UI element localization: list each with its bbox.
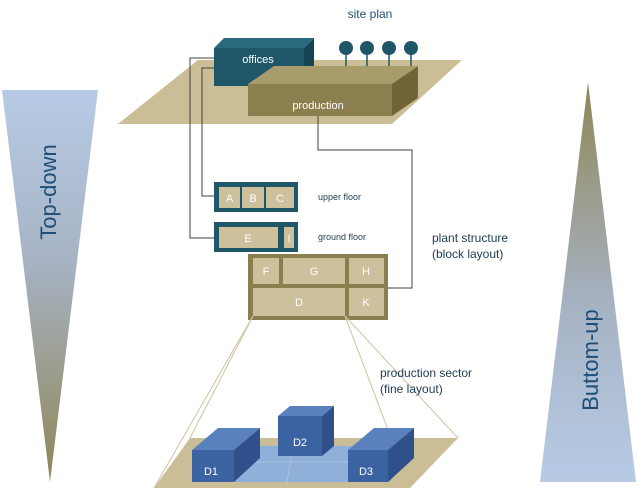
cell-e bbox=[219, 227, 278, 248]
block-layout-label-line1: plant structure bbox=[432, 231, 508, 245]
cell-h bbox=[349, 258, 384, 284]
cell-d bbox=[253, 288, 345, 316]
cell-a-label: A bbox=[226, 193, 234, 205]
box-d2-label: D2 bbox=[293, 437, 307, 449]
cell-h-label: H bbox=[362, 266, 370, 278]
tree-icon bbox=[382, 41, 396, 55]
cell-f bbox=[253, 258, 279, 284]
cell-a bbox=[219, 187, 240, 208]
fine-layout-label-line1: production sector bbox=[380, 366, 472, 380]
cell-c-label: C bbox=[276, 193, 284, 205]
cell-c bbox=[266, 187, 294, 208]
offices-to-upper-floor-line bbox=[201, 67, 216, 197]
cell-g-label: G bbox=[310, 266, 319, 278]
block-layout-label-line2: (block layout) bbox=[432, 247, 503, 261]
cell-e-label: E bbox=[244, 233, 251, 245]
upper-floor-label: upper floor bbox=[318, 192, 361, 202]
tree-icon bbox=[339, 41, 353, 55]
bottom-up-triangle bbox=[540, 82, 636, 482]
top-down-arrow: Top-down bbox=[2, 90, 98, 482]
box-d2: D2 bbox=[278, 406, 334, 456]
offices-to-ground-floor-line bbox=[189, 57, 216, 239]
offices-label: offices bbox=[242, 54, 274, 66]
ground-floor: E I ground floor bbox=[214, 222, 366, 252]
upper-floor: A B C upper floor bbox=[214, 182, 361, 212]
box-d3: D3 bbox=[348, 428, 414, 482]
top-down-triangle bbox=[2, 90, 98, 482]
box-d1-label: D1 bbox=[204, 466, 218, 478]
top-down-label: Top-down bbox=[36, 144, 61, 239]
cell-k bbox=[349, 288, 384, 316]
tree-icon bbox=[404, 41, 418, 55]
cell-g bbox=[283, 258, 345, 284]
production-block: production bbox=[248, 66, 418, 116]
fine-layout: production sector (fine layout) D2 D1 D3 bbox=[154, 366, 472, 488]
tree-icon bbox=[360, 41, 374, 55]
cell-b bbox=[242, 187, 264, 208]
cell-i bbox=[284, 227, 294, 248]
production-label: production bbox=[292, 100, 343, 112]
box-d3-label: D3 bbox=[359, 466, 373, 478]
site-plan: site plan offices production bbox=[118, 7, 462, 124]
cell-k-label: K bbox=[362, 297, 370, 309]
block-layout: F G H D K plant structure (block layout) bbox=[248, 231, 508, 320]
site-plan-title: site plan bbox=[348, 7, 393, 21]
trees bbox=[339, 41, 418, 66]
ground-floor-label: ground floor bbox=[318, 232, 366, 242]
cell-f-label: F bbox=[263, 266, 270, 278]
box-d1: D1 bbox=[192, 428, 260, 482]
connector-lines bbox=[189, 57, 413, 289]
bottom-up-label: Buttom-up bbox=[578, 309, 603, 411]
cell-b-label: B bbox=[249, 193, 256, 205]
cell-i-label: I bbox=[288, 234, 291, 245]
fine-layout-label-line2: (fine layout) bbox=[380, 382, 443, 396]
cell-d-label: D bbox=[295, 297, 303, 309]
bottom-up-arrow: Buttom-up bbox=[540, 82, 636, 482]
production-to-block-layout-line bbox=[317, 116, 413, 289]
